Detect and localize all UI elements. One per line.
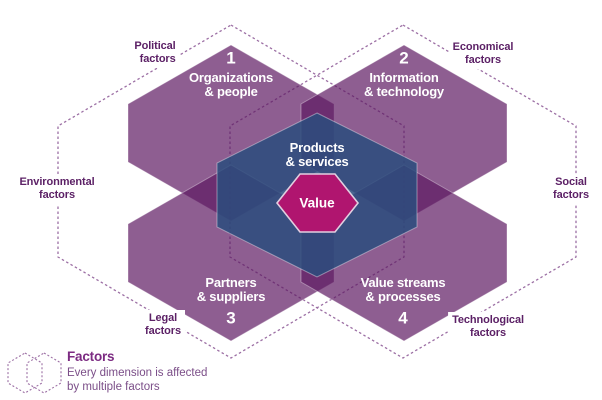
factor-legal-line2: factors	[145, 325, 181, 337]
dimension-3-label-line1: Partners	[205, 275, 257, 290]
factor-political-line1: Political	[134, 40, 176, 52]
value-hexagon	[277, 174, 358, 232]
factor-political-line2: factors	[139, 53, 176, 65]
dimension-1-label-line1: Organizations	[188, 70, 274, 85]
legend-hexagon-left-icon	[7, 352, 43, 394]
factor-economical-line2: factors	[465, 54, 501, 66]
factor-technological-line2: factors	[470, 327, 506, 339]
legend-hexagon-right-icon	[26, 352, 62, 394]
dimension-2-label-line2: & technology	[364, 84, 444, 99]
factor-boundary-right-hexagon	[229, 24, 577, 359]
dimension-1-number: 1	[226, 48, 236, 68]
factor-technological: Technological factors	[448, 312, 528, 342]
dimension-2-label: Information & technology	[364, 71, 444, 99]
products-services-label-line1: Products	[289, 140, 345, 155]
factor-economical: Economical factors	[448, 39, 518, 69]
legend-description: Every dimension is affected by multiple …	[67, 366, 207, 394]
legend-title: Factors	[67, 349, 115, 364]
products-services-label: Products & services	[285, 141, 348, 169]
factor-political: Political factors	[130, 38, 180, 68]
dimension-1-label: Organizations & people	[189, 71, 273, 99]
factor-technological-line1: Technological	[452, 314, 524, 326]
factor-social-line1: Social	[555, 176, 587, 188]
dimension-1-label-line2: & people	[204, 84, 258, 99]
dimension-2-number: 2	[399, 48, 409, 68]
dimension-4-number: 4	[398, 308, 408, 328]
factor-social-line2: factors	[553, 189, 589, 201]
dimension-4-label-line1: Value streams	[360, 275, 446, 290]
legend-description-line2: by multiple factors	[67, 381, 160, 393]
factor-environmental-line2: factors	[39, 189, 75, 201]
value-label: Value	[299, 195, 335, 211]
dimension-3-number: 3	[226, 308, 236, 328]
dimension-3-label: Partners & suppliers	[197, 276, 266, 304]
legend-description-line1: Every dimension is affected	[67, 367, 208, 379]
factor-social: Social factors	[549, 174, 593, 204]
factor-legal: Legal factors	[141, 310, 185, 340]
dimension-4-label: Value streams & processes	[361, 276, 446, 304]
dimension-4-label-line2: & processes	[365, 289, 441, 304]
factor-environmental: Environmental factors	[15, 174, 99, 204]
dimension-3-label-line2: & suppliers	[196, 289, 266, 304]
factor-environmental-line1: Environmental	[19, 176, 95, 188]
factor-legal-line1: Legal	[148, 312, 178, 324]
value-hexagon-border	[275, 173, 360, 233]
factor-economical-line1: Economical	[452, 41, 514, 53]
products-services-label-line2: & services	[285, 154, 349, 169]
dimension-2-label-line1: Information	[369, 70, 439, 85]
